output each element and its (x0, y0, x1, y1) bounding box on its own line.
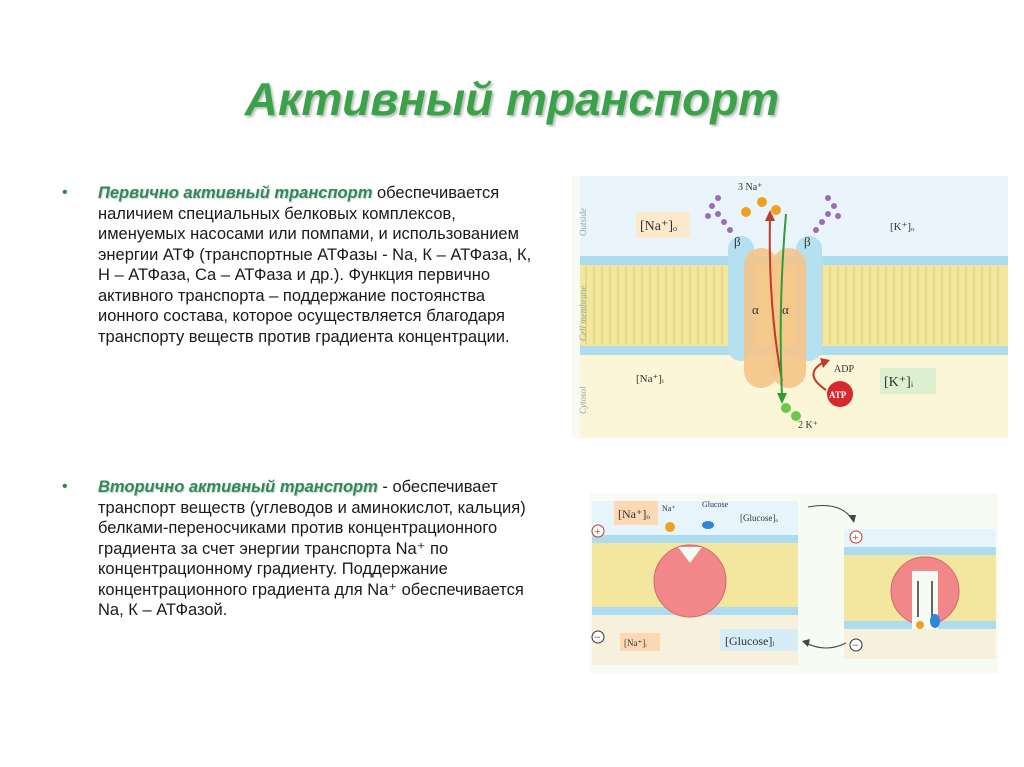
sodium-ion-outside (665, 522, 675, 532)
adp-label: ADP (834, 364, 854, 375)
beta-label-left: β (734, 234, 741, 249)
potassium-count-label: 2 K⁺ (798, 420, 818, 431)
outside-label: Outside (578, 208, 588, 236)
na-in-label: [Na⁺]ᵢ (636, 373, 664, 385)
bullet-marker: • (62, 477, 68, 498)
glucose-in-label: [Glucose]ᵢ (725, 634, 774, 648)
k-out-label: [K⁺]ₒ (890, 221, 914, 233)
glucose-molecule-outside (702, 521, 714, 529)
bullet-secondary-transport: • Вторично активный транспорт - обеспечи… (62, 477, 542, 621)
bullet-highlight: Вторично активный транспорт (98, 478, 378, 496)
alpha-subunit-right (772, 248, 806, 388)
glucose-molecule-inside (930, 614, 940, 628)
na-out-label: [Na⁺]ₒ (640, 219, 677, 234)
na-k-atpase-diagram: Outside Cell membrane Cytosol β β α α AT… (572, 176, 1008, 438)
bullet-primary-transport: • Первично активный транспорт обеспечива… (62, 183, 542, 347)
k-in-label: [K⁺]ᵢ (884, 375, 914, 390)
slide-title: Активный транспорт (0, 72, 1024, 126)
bullet-body: - обеспечивает транспорт веществ (углево… (98, 478, 526, 619)
glucose-label: Glucose (702, 500, 729, 509)
cytosol-label: Cytosol (578, 386, 588, 414)
bullet-highlight: Первично активный транспорт (98, 184, 372, 202)
sodium-count-label: 3 Na⁺ (738, 182, 762, 193)
atp-label: ATP (829, 390, 847, 400)
sodium-glucose-symport-diagram: + − + − [Na⁺]ₒ Na⁺ Glucose [Glucose]ₒ [N… (590, 493, 998, 673)
membrane-label: Cell membrane (578, 286, 588, 341)
bullet-body: обеспечивается наличием специальных белк… (98, 184, 531, 346)
bullet-text: Вторично активный транспорт - обеспечива… (98, 477, 542, 621)
beta-label-right: β (804, 234, 811, 249)
alpha-label-left: α (752, 302, 759, 317)
na-in-label-2: [Na⁺]ᵢ (624, 638, 647, 648)
na-ion-label: Na⁺ (662, 504, 676, 513)
bullet-text: Первично активный транспорт обеспечивает… (98, 183, 542, 347)
na-out-label-2: [Na⁺]ₒ (618, 507, 650, 521)
minus-sign-left: − (594, 630, 601, 644)
sodium-ion-inside (916, 621, 924, 629)
bullet-marker: • (62, 183, 68, 204)
plus-sign-right: + (852, 530, 859, 544)
glucose-out-label: [Glucose]ₒ (740, 513, 778, 523)
alpha-label-right: α (782, 302, 789, 317)
plus-sign-left: + (594, 524, 601, 538)
minus-sign-right: − (852, 638, 859, 652)
